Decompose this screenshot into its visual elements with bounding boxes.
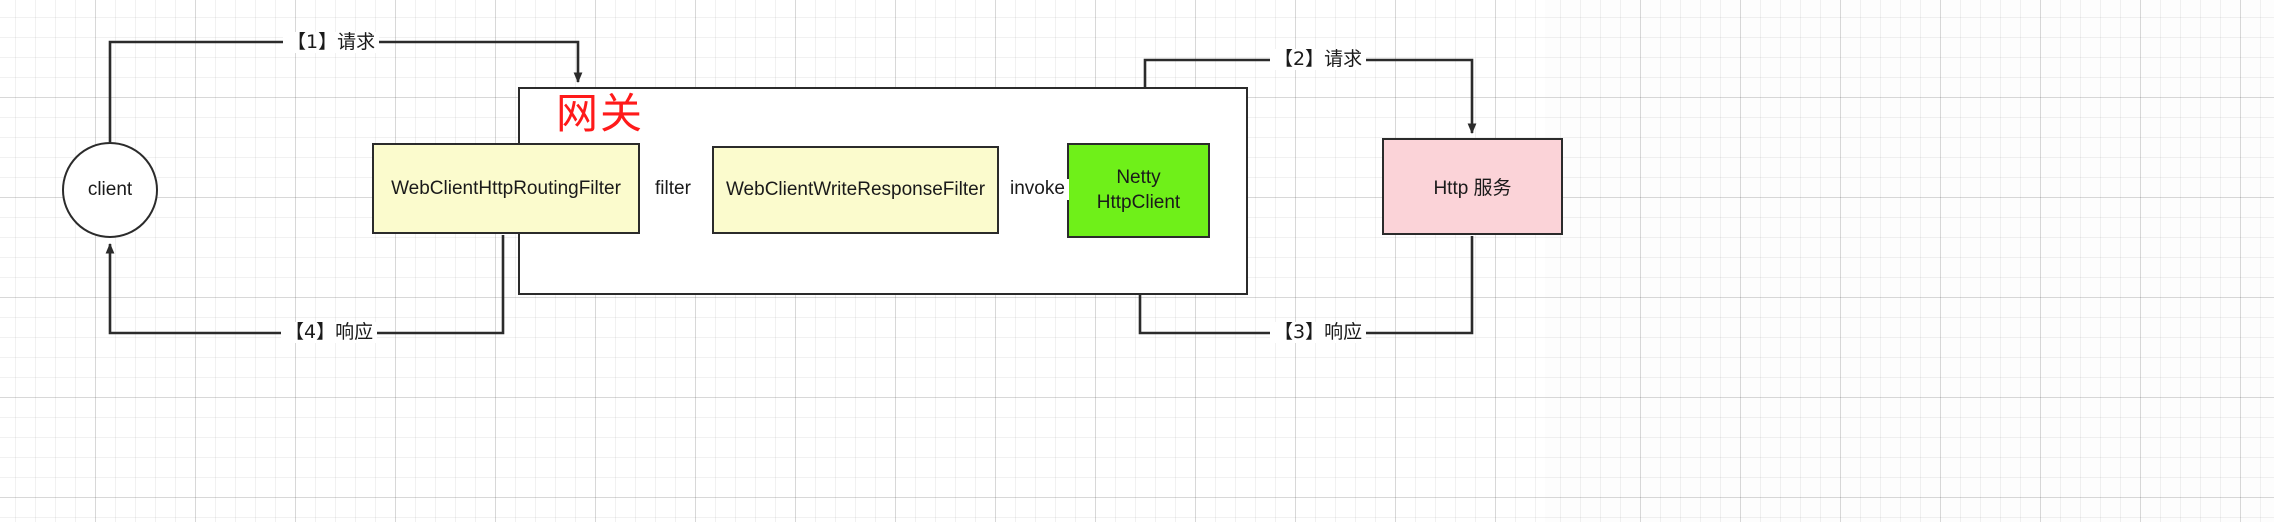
node-webclient-http-routing-filter[interactable]: WebClientHttpRoutingFilter bbox=[372, 143, 640, 234]
edge-label-step3-response: 【3】响应 bbox=[1270, 322, 1367, 343]
node-http-service-label: Http 服务 bbox=[1433, 178, 1512, 199]
node-write-response-filter-label: WebClientWriteResponseFilter bbox=[725, 179, 986, 200]
node-netty-http-client[interactable]: Netty HttpClient bbox=[1067, 143, 1210, 238]
edge-label-filter: filter bbox=[651, 178, 695, 200]
node-netty-label-line2: HttpClient bbox=[1096, 191, 1181, 213]
node-netty-label-line1: Netty bbox=[1116, 167, 1161, 189]
edge-step4-response bbox=[105, 235, 505, 335]
node-http-service[interactable]: Http 服务 bbox=[1382, 138, 1563, 235]
node-webclient-write-response-filter[interactable]: WebClientWriteResponseFilter bbox=[712, 146, 999, 234]
node-routing-filter-label: WebClientHttpRoutingFilter bbox=[391, 177, 621, 199]
edge-label-invoke: invoke bbox=[1006, 178, 1069, 200]
node-client[interactable]: client bbox=[62, 142, 158, 238]
node-client-label: client bbox=[87, 179, 133, 200]
edge-step1-request bbox=[108, 40, 583, 142]
edge-label-step2-request: 【2】请求 bbox=[1270, 49, 1367, 70]
gateway-title: 网关 bbox=[556, 89, 645, 138]
grid-background-right bbox=[1545, 0, 2274, 522]
edge-label-step4-response: 【4】响应 bbox=[281, 322, 378, 343]
edge-label-step1-request: 【1】请求 bbox=[283, 32, 380, 53]
